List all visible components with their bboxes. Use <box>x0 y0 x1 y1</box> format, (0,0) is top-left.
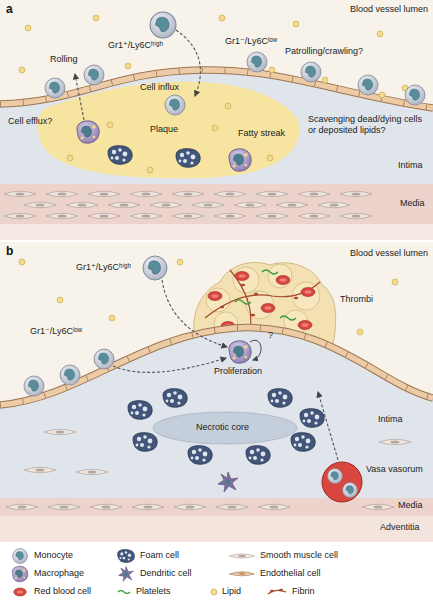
panel-a <box>0 0 433 242</box>
endothelium <box>0 328 433 405</box>
legend-text: Monocyte <box>34 550 73 561</box>
smooth-muscle-layer <box>4 191 372 219</box>
cell-subset-label: Gr1⁺/Ly6Cʰⁱᵍʰ <box>108 40 163 51</box>
legend-icons <box>12 549 286 597</box>
region-label: Fatty streak <box>238 128 285 139</box>
panel-letter: b <box>6 244 13 258</box>
panel-b <box>0 242 433 542</box>
lipid-particles <box>19 15 408 173</box>
necrotic-core <box>153 412 297 444</box>
layer-label: Intima <box>398 160 423 171</box>
cells-a <box>45 12 425 171</box>
legend-text: Macrophage <box>34 568 84 579</box>
region-label: Necrotic core <box>196 422 249 433</box>
process-label: Proliferation <box>214 366 262 377</box>
panel-letter: a <box>6 2 13 16</box>
proliferation-arrow <box>250 340 261 360</box>
lipid-particles <box>19 259 398 335</box>
layer-label: Media <box>398 500 423 511</box>
process-label: Cell influx <box>140 82 179 93</box>
layer-label: Media <box>400 198 425 209</box>
legend-text: Smooth muscle cell <box>260 550 338 561</box>
legend-text: Lipid <box>222 586 241 597</box>
cells-b <box>24 256 324 492</box>
legend-text: Foam cell <box>140 550 179 561</box>
region-label: Blood vessel lumen <box>350 248 428 259</box>
process-label: Scavenging dead/dying cells or deposited… <box>308 114 428 136</box>
migration-arrows <box>113 280 338 460</box>
process-label: Rolling <box>50 54 78 65</box>
region-label: Blood vessel lumen <box>350 4 428 15</box>
process-label: ? <box>268 330 273 341</box>
migration-arrows <box>67 30 200 120</box>
process-label: Patrolling/crawling? <box>285 46 363 57</box>
legend-text: Red blood cell <box>34 586 91 597</box>
legend-text: Fibrin <box>292 586 315 597</box>
layer-label: Adventitia <box>380 522 420 533</box>
endothelium <box>0 70 433 108</box>
legend-text: Dendritic cell <box>140 568 192 579</box>
legend-text: Platelets <box>136 586 171 597</box>
legend-text: Endothelial cell <box>260 568 321 579</box>
cell-subset-label: Gr1⁻/Ly6Cˡᵒʷ <box>225 36 277 47</box>
cell-subset-label: Gr1⁻/Ly6Cˡᵒʷ <box>30 326 82 337</box>
structure-label: Vasa vasorum <box>366 464 423 475</box>
region-label: Thrombi <box>340 294 373 305</box>
layer-label: Intima <box>378 414 403 425</box>
vasa-vasorum <box>322 462 362 502</box>
region-label: Plaque <box>150 124 178 135</box>
process-label: Cell efflux? <box>8 116 52 127</box>
cell-subset-label: Gr1⁺/Ly6Cʰⁱᵍʰ <box>76 262 131 273</box>
